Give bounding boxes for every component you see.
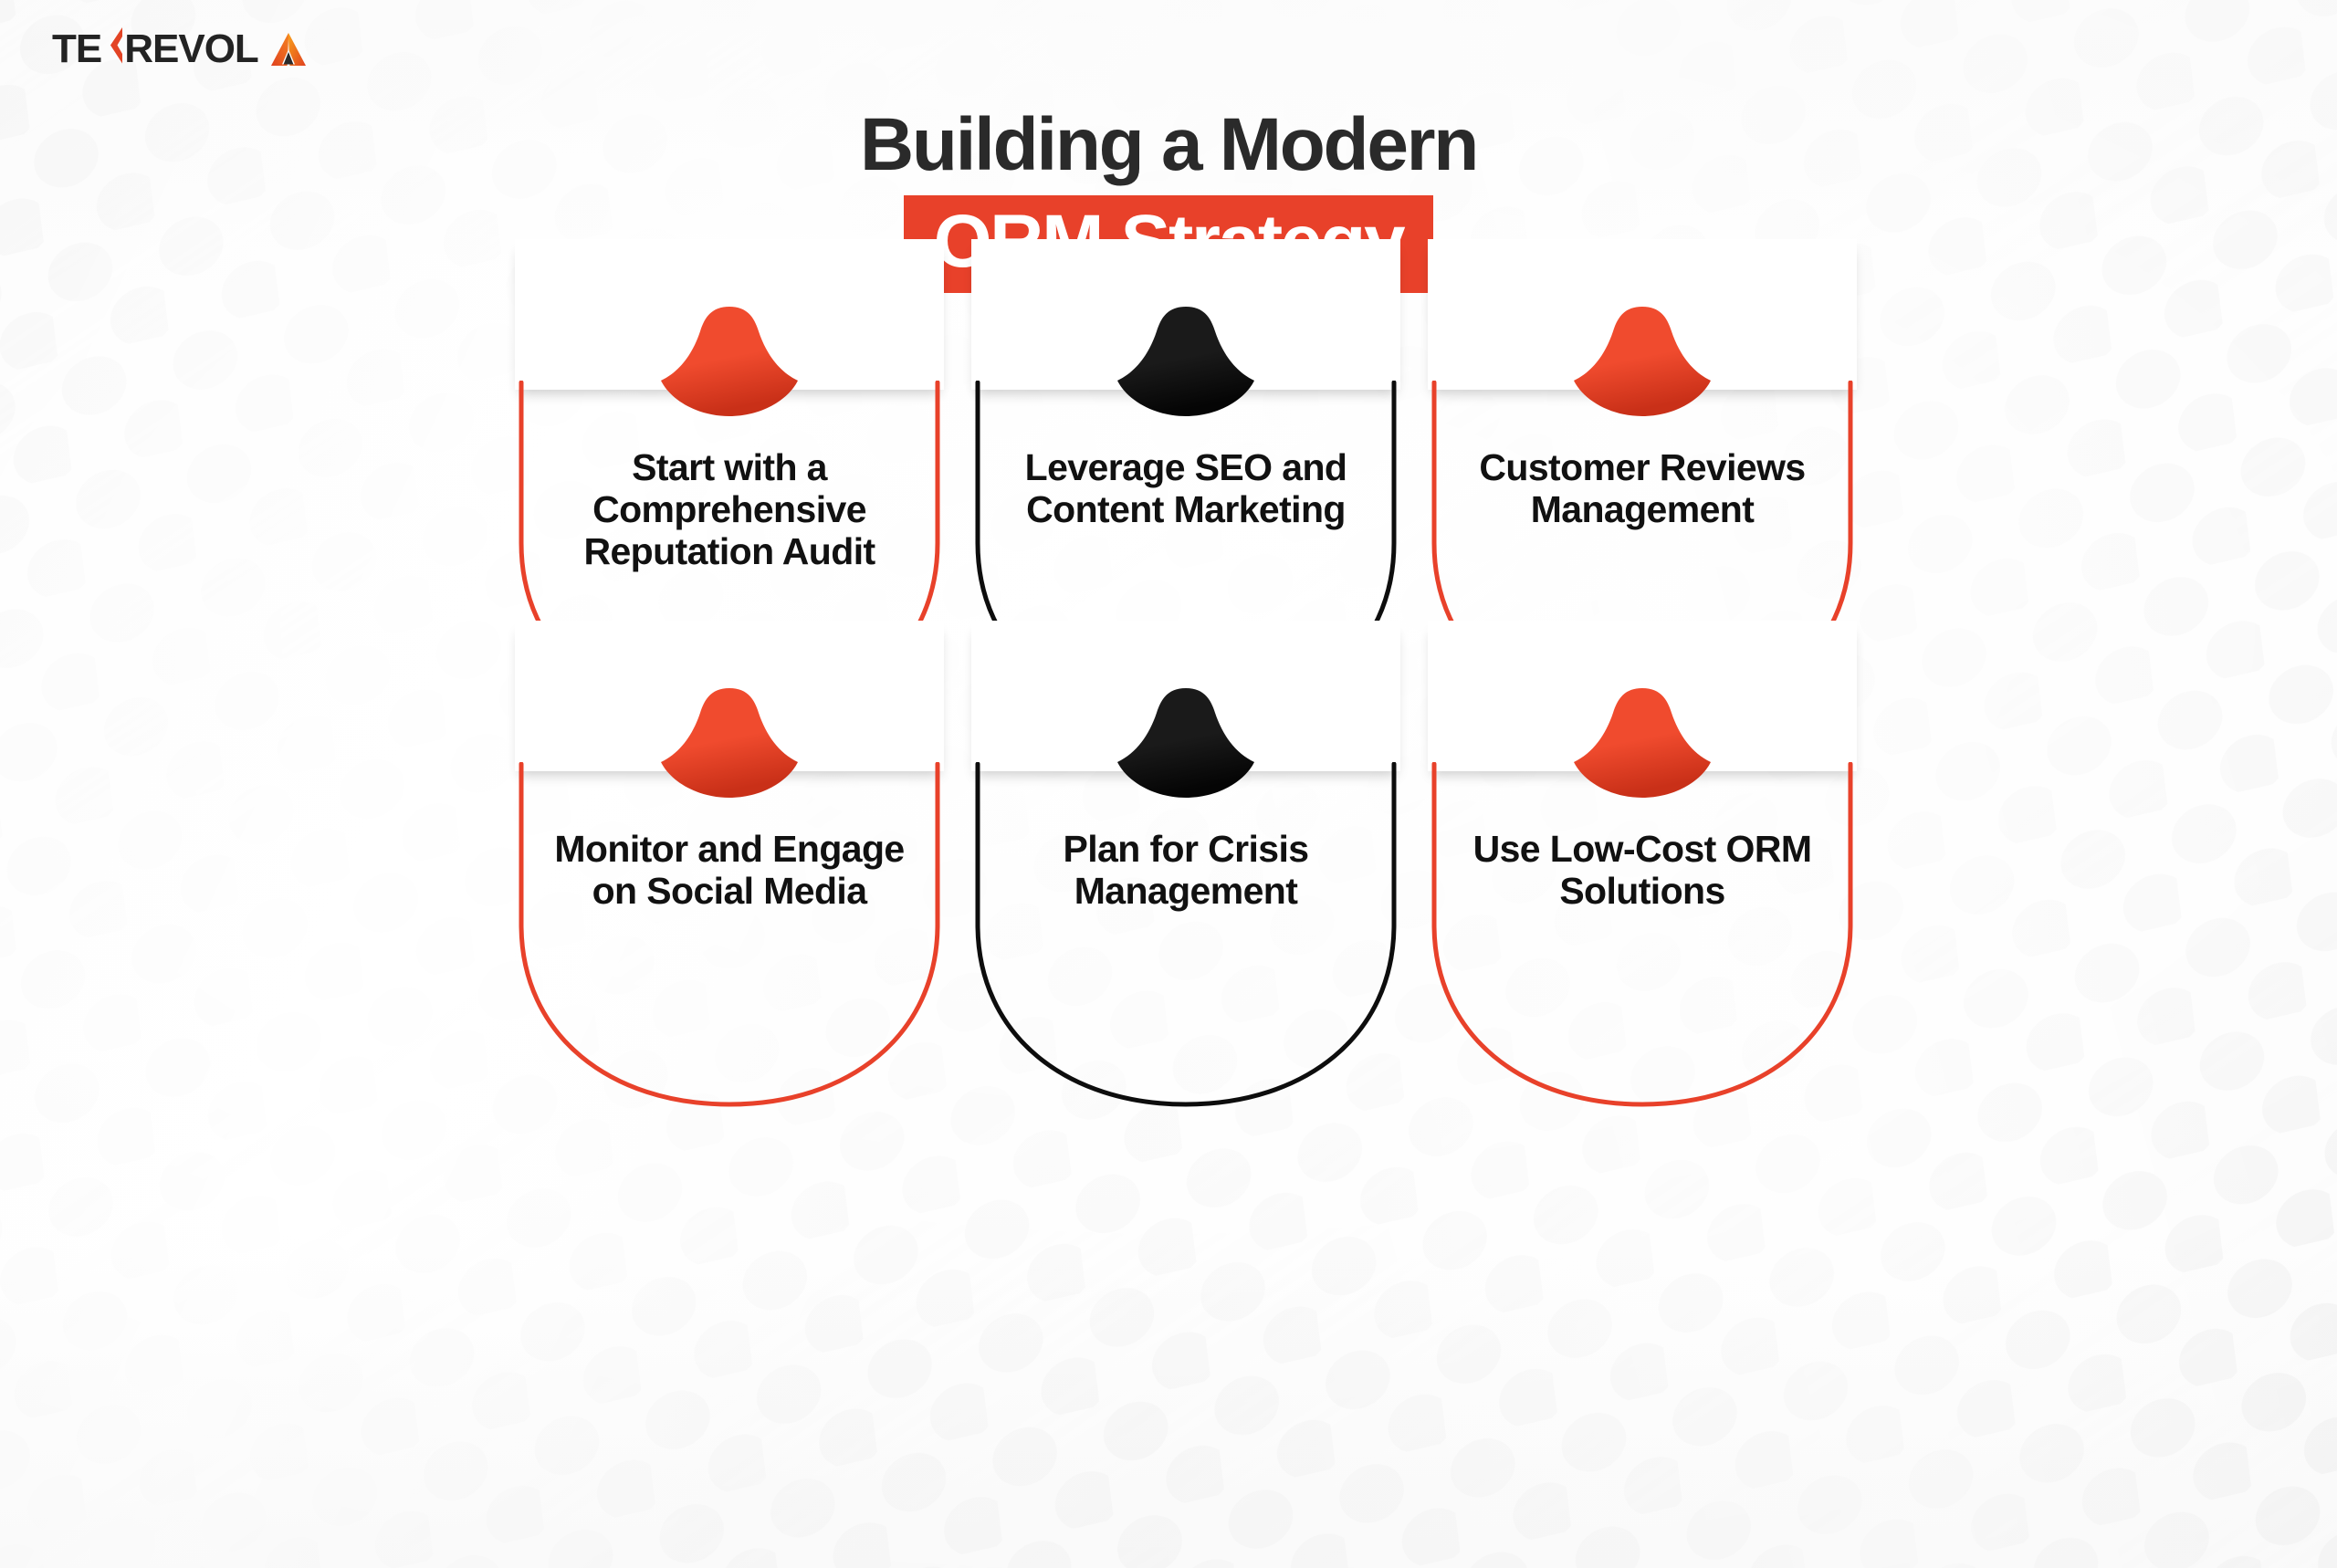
logo-wordmark: TE REVOL (52, 26, 259, 73)
step-caption: Monitor and Engage on Social Media (554, 828, 905, 912)
step-number-label: 01 (707, 259, 752, 302)
logo-k-chevron-icon (101, 26, 124, 73)
step-number-badge (1574, 688, 1711, 798)
step-caption: Start with a Comprehensive Reputation Au… (583, 446, 875, 572)
card-shield-outline (1431, 762, 1853, 1107)
step-number-badge (1574, 307, 1711, 416)
step-number-label: 01 (707, 641, 752, 684)
step-caption: Leverage SEO and Content Marketing (1024, 446, 1347, 530)
step-number-label: 02 (1163, 641, 1209, 684)
title-line-1: Building a Modern (859, 103, 1479, 186)
card-shield-outline (519, 762, 940, 1107)
step-number-badge (1117, 307, 1254, 416)
step-number-label: 03 (1619, 259, 1665, 302)
logo-wordmark-part1: TE (52, 26, 102, 71)
step-number-label: 03 (1619, 641, 1665, 684)
step-number-badge (1117, 688, 1254, 798)
step-caption: Use Low-Cost ORM Solutions (1472, 828, 1812, 912)
step-caption: Customer Reviews Management (1479, 446, 1806, 530)
tekrevol-logo[interactable]: TE REVOL (52, 26, 309, 73)
logo-wordmark-part2: REVOL (124, 26, 259, 71)
step-number-badge (661, 688, 798, 798)
step-number-label: 02 (1163, 259, 1209, 302)
triangle-logo-icon (270, 33, 306, 66)
step-number-badge (661, 307, 798, 416)
step-caption: Plan for Crisis Management (1063, 828, 1310, 912)
card-shield-outline (975, 762, 1397, 1107)
